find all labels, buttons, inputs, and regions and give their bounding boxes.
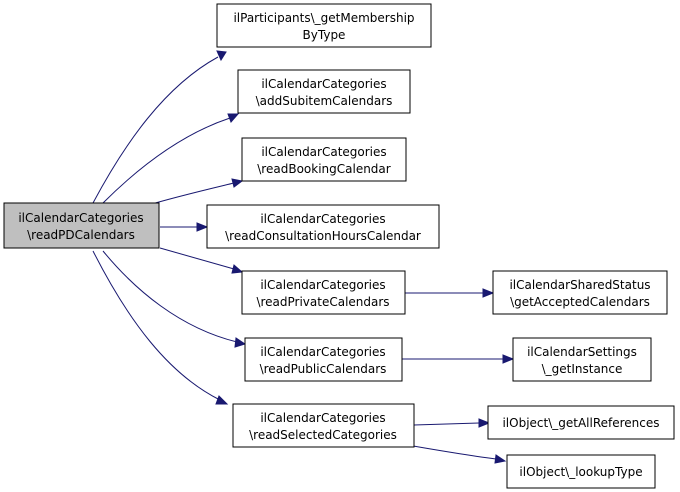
node-shared[interactable]: ilCalendarSharedStatus \getAcceptedCalen… [492, 270, 668, 315]
node-membership[interactable]: ilParticipants\_getMembership ByType [216, 3, 432, 48]
node-booking-line2: \readBookingCalendar [257, 162, 391, 176]
node-subitem-line2: \addSubitemCalendars [256, 94, 393, 108]
node-public-line2: \readPublicCalendars [260, 362, 387, 376]
node-settings-line2: \_getInstance [542, 362, 623, 376]
node-membership-line2: ByType [303, 28, 346, 42]
edge-root-to-public [102, 250, 247, 348]
edge-root-to-subitem [102, 113, 240, 204]
edge-private-to-shared [405, 288, 495, 298]
edge-root-to-consultation [160, 222, 209, 232]
node-selected[interactable]: ilCalendarCategories \readSelectedCatego… [232, 403, 415, 448]
node-settings-line1: ilCalendarSettings [527, 345, 637, 359]
node-allrefs-line1: ilObject\_getAllReferences [502, 416, 659, 430]
node-selected-line2: \readSelectedCategories [249, 428, 397, 442]
node-shared-line2: \getAcceptedCalendars [510, 295, 650, 309]
node-subitem[interactable]: ilCalendarCategories \addSubitemCalendar… [237, 69, 411, 114]
edge-root-to-booking [144, 178, 244, 207]
node-subitem-line1: ilCalendarCategories [261, 77, 386, 91]
edges [92, 50, 515, 464]
node-consultation-line2: \readConsultationHoursCalendar [225, 229, 421, 243]
edge-root-to-selected [92, 250, 229, 405]
node-consultation-line1: ilCalendarCategories [260, 212, 385, 226]
node-private-line2: \readPrivateCalendars [256, 295, 389, 309]
edge-root-to-private [159, 247, 244, 274]
edge-public-to-settings [402, 354, 515, 364]
node-membership-line1: ilParticipants\_getMembership [233, 11, 414, 25]
node-private-line1: ilCalendarCategories [260, 278, 385, 292]
node-booking-line1: ilCalendarCategories [261, 145, 386, 159]
node-shared-line1: ilCalendarSharedStatus [509, 278, 650, 292]
node-root[interactable]: ilCalendarCategories \readPDCalendars [3, 202, 160, 249]
node-lookup[interactable]: ilObject\_lookupType [506, 454, 656, 489]
node-lookup-line1: ilObject\_lookupType [519, 465, 642, 479]
node-public-line1: ilCalendarCategories [260, 345, 385, 359]
node-private[interactable]: ilCalendarCategories \readPrivateCalenda… [241, 270, 406, 315]
node-settings[interactable]: ilCalendarSettings \_getInstance [512, 337, 652, 382]
node-consultation[interactable]: ilCalendarCategories \readConsultationHo… [206, 204, 440, 249]
node-allrefs[interactable]: ilObject\_getAllReferences [487, 405, 675, 440]
edge-selected-to-allrefs [413, 418, 491, 428]
node-root-line2: \readPDCalendars [27, 228, 135, 242]
node-selected-line1: ilCalendarCategories [260, 411, 385, 425]
node-public[interactable]: ilCalendarCategories \readPublicCalendar… [244, 337, 403, 382]
node-booking[interactable]: ilCalendarCategories \readBookingCalenda… [241, 137, 407, 182]
edge-root-to-membership [92, 50, 227, 204]
node-root-line1: ilCalendarCategories [18, 211, 143, 225]
